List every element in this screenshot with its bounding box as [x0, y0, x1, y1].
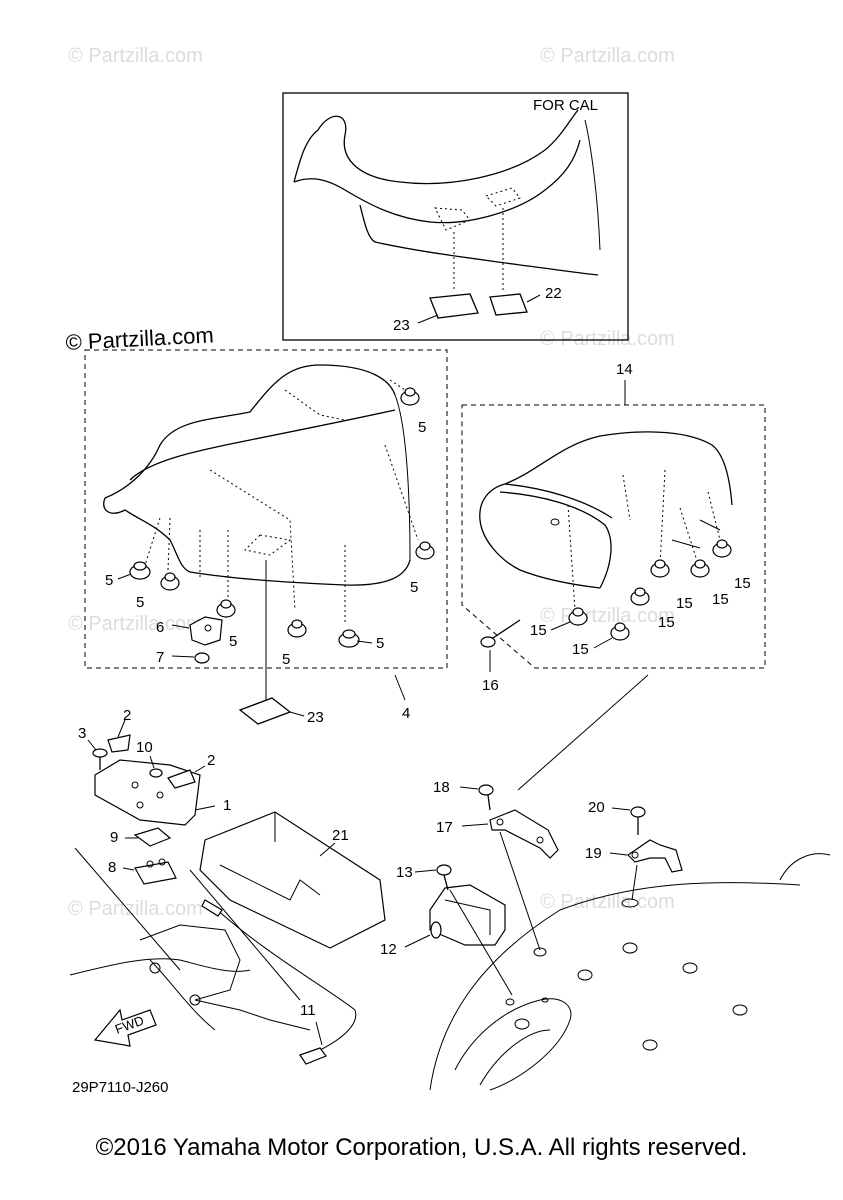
- callout-15: 15: [676, 595, 693, 612]
- callout-11: 11: [300, 1002, 316, 1019]
- drawing-code: 29P7110-J260: [72, 1079, 168, 1096]
- base-plate-1: [94, 759, 201, 826]
- rear-fender: [429, 853, 831, 1091]
- hook-bracket-17: [489, 809, 559, 859]
- copyright-notice: ©2016 Yamaha Motor Corporation, U.S.A. A…: [95, 1134, 748, 1161]
- grommet-15: [610, 622, 630, 641]
- watermark: © Partzilla.com: [540, 891, 675, 913]
- callout-10: 10: [136, 739, 153, 756]
- callout-9: 9: [110, 829, 118, 846]
- grommet-5: [129, 561, 151, 580]
- grommet-15: [690, 559, 710, 578]
- grommet-5: [216, 599, 236, 618]
- callout-5: 5: [229, 633, 237, 650]
- nut-7: [194, 652, 210, 664]
- callout-17: 17: [436, 819, 453, 836]
- callout-2: 2: [207, 752, 215, 769]
- nut-10: [149, 768, 163, 778]
- callout-21: 21: [332, 827, 349, 844]
- callout-15: 15: [572, 641, 589, 658]
- callout-15: 15: [712, 591, 729, 608]
- callout-5: 5: [376, 635, 384, 652]
- grommet-15: [630, 587, 650, 606]
- rear-seat: [479, 431, 733, 589]
- grommet-5: [415, 541, 435, 560]
- callout-8: 8: [108, 859, 116, 876]
- callout-4: 4: [402, 705, 410, 722]
- callout-16: 16: [482, 677, 499, 694]
- decal-23: [238, 697, 292, 725]
- bracket-6: [189, 616, 223, 646]
- inset-label: FOR CAL: [533, 97, 598, 114]
- callout-15: 15: [734, 575, 751, 592]
- watermark: © Partzilla.com: [540, 328, 675, 350]
- screw-16: [480, 619, 521, 648]
- watermark: © Partzilla.com: [540, 605, 675, 627]
- callout-14: 14: [616, 361, 633, 378]
- watermark: © Partzilla.com: [68, 898, 203, 920]
- decal-23: [429, 293, 479, 319]
- watermark: © Partzilla.com: [68, 45, 203, 67]
- callout-15: 15: [658, 614, 675, 631]
- callout-6: 6: [156, 619, 164, 636]
- decal-22: [489, 293, 528, 316]
- storage-tray-21: [199, 811, 386, 949]
- bolt-13: [436, 864, 452, 891]
- grommet-15: [712, 539, 732, 558]
- callout-5: 5: [282, 651, 290, 668]
- bolt-3: [92, 748, 108, 770]
- callout-13: 13: [396, 864, 413, 881]
- inset-frame: [282, 92, 629, 341]
- callout-5: 5: [105, 572, 113, 589]
- seat-release-cable-11: [201, 899, 357, 1065]
- callout-12: 12: [380, 941, 397, 958]
- frame-section: [69, 924, 311, 1031]
- grommet-5: [287, 619, 307, 638]
- grommet-5: [338, 629, 360, 648]
- front-seat-group: [84, 349, 448, 669]
- latch-8: [134, 858, 177, 885]
- parts-diagram: © Partzilla.com © Partzilla.com © Partzi…: [65, 45, 831, 1096]
- rear-seat-group: [461, 404, 766, 669]
- callout-5: 5: [136, 594, 144, 611]
- callout-7: 7: [156, 649, 164, 666]
- grommet-15: [650, 559, 670, 578]
- grab-bracket-19: [627, 839, 683, 873]
- callout-5: 5: [418, 419, 426, 436]
- clip-9: [133, 827, 172, 847]
- callout-22: 22: [545, 285, 562, 302]
- callout-3: 3: [78, 725, 86, 742]
- callout-15: 15: [530, 622, 547, 639]
- watermark: © Partzilla.com: [540, 45, 675, 67]
- bolt-18: [478, 784, 494, 811]
- callout-20: 20: [588, 799, 605, 816]
- grommet-15: [568, 607, 588, 626]
- callout-23: 23: [393, 317, 410, 334]
- front-seat: [103, 364, 411, 611]
- cap-2: [167, 769, 196, 789]
- watermark: © Partzilla.com: [68, 613, 203, 635]
- callout-2: 2: [123, 707, 131, 724]
- inset-seat: [293, 109, 601, 292]
- cap-2: [107, 734, 131, 753]
- lock-bracket-12: [429, 884, 506, 946]
- grommet-5: [160, 572, 180, 591]
- callout-5: 5: [410, 579, 418, 596]
- callout-1: 1: [223, 797, 231, 814]
- bolt-20: [630, 806, 646, 835]
- callout-18: 18: [433, 779, 450, 796]
- callout-19: 19: [585, 845, 602, 862]
- callout-23: 23: [307, 709, 324, 726]
- fwd-arrow-icon: [93, 1008, 157, 1047]
- grommet-5: [400, 387, 420, 406]
